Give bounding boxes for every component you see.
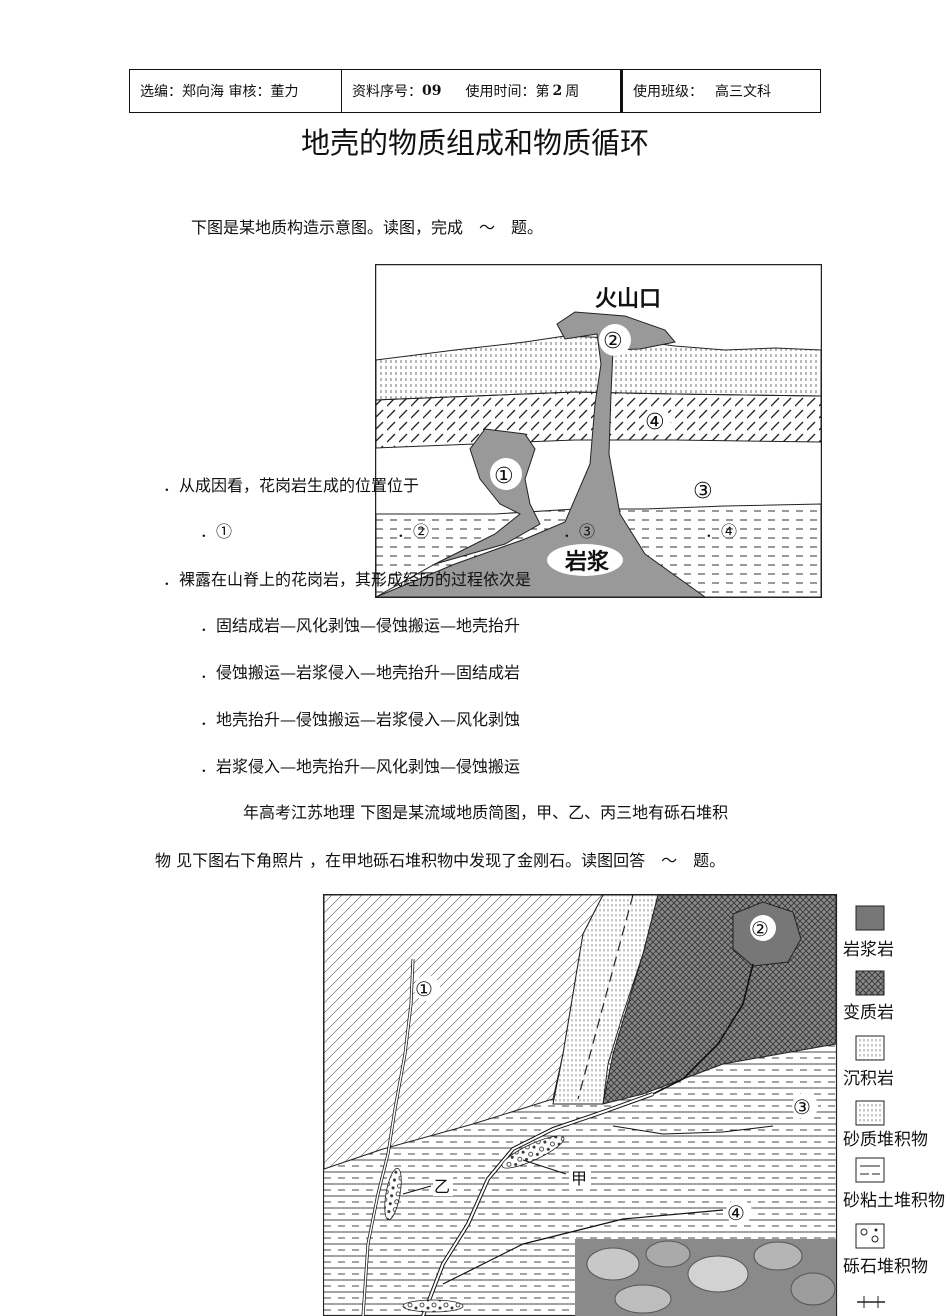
legend-igneous: 岩浆岩 bbox=[843, 940, 894, 960]
geology-figure: 火山口 ② ④ ① ③ 岩浆 bbox=[375, 264, 822, 598]
header-editor: 选编：郑向海 审核：董力 bbox=[130, 70, 342, 112]
page-title: 地壳的物质组成和物质循环 bbox=[300, 126, 649, 160]
legend-sedimentary: 沉积岩 bbox=[843, 1069, 894, 1089]
legend-sandy-clay: 砂粘土堆积物 bbox=[843, 1191, 945, 1211]
fig2-label-1: ① bbox=[415, 977, 433, 1001]
fig1-magma-label: 岩浆 bbox=[564, 549, 610, 575]
q1-option-b: ．② bbox=[397, 522, 430, 541]
q1-option-c: ．③ bbox=[563, 522, 596, 541]
q1-option-d: ．④ bbox=[705, 522, 738, 541]
fig2-label-jia: 甲 bbox=[571, 1169, 587, 1188]
intro-text: 下图是某地质构造示意图。读图，完成 ～ 题。 bbox=[191, 218, 544, 237]
fig1-label-1: ① bbox=[494, 464, 514, 489]
q2-option-a: ．固结成岩—风化剥蚀—侵蚀搬运—地壳抬升 bbox=[200, 616, 521, 635]
fig2-label-4: ④ bbox=[727, 1201, 745, 1225]
intro2-line2: 物 见下图右下角照片 ，在甲地砾石堆积物中发现了金刚石。读图回答 ～ 题。 bbox=[155, 851, 726, 870]
legend-gravel: 砾石堆积物 bbox=[843, 1257, 928, 1277]
legend-sandy: 砂质堆积物 bbox=[843, 1130, 928, 1150]
intro2-line1: 年高考江苏地理 下图是某流域地质简图，甲、乙、丙三地有砾石堆积 bbox=[243, 803, 729, 822]
q2-option-d: ．岩浆侵入—地壳抬升—风化剥蚀—侵蚀搬运 bbox=[200, 757, 521, 776]
fig1-label-3: ③ bbox=[693, 479, 713, 504]
header-class: 使用班级：高三文科 bbox=[621, 70, 820, 112]
q1-option-a: ．① bbox=[200, 522, 233, 541]
legend-metamorphic: 变质岩 bbox=[843, 1003, 894, 1023]
q2-option-c: ．地壳抬升—侵蚀搬运—岩浆侵入—风化剥蚀 bbox=[200, 710, 521, 729]
fig2-label-3: ③ bbox=[793, 1095, 811, 1119]
q2-stem: ．裸露在山脊上的花岗岩，其形成经历的过程依次是 bbox=[163, 570, 532, 589]
fig1-vent-label: 火山口 bbox=[595, 287, 661, 312]
fig1-label-4: ④ bbox=[645, 410, 665, 435]
q1-stem: ．从成因看，花岗岩生成的位置位于 bbox=[163, 476, 420, 495]
basin-map-figure: ② ① ③ ④ 甲 乙 岩浆岩 变质岩 沉积岩 砂质堆积物 砂粘土堆积物 砾石堆… bbox=[323, 894, 945, 1316]
fig2-label-yi: 乙 bbox=[434, 1177, 450, 1196]
fig1-label-2: ② bbox=[603, 329, 623, 354]
fig2-label-2: ② bbox=[751, 917, 769, 941]
q2-option-b: ．侵蚀搬运—岩浆侵入—地壳抬升—固结成岩 bbox=[200, 663, 521, 682]
